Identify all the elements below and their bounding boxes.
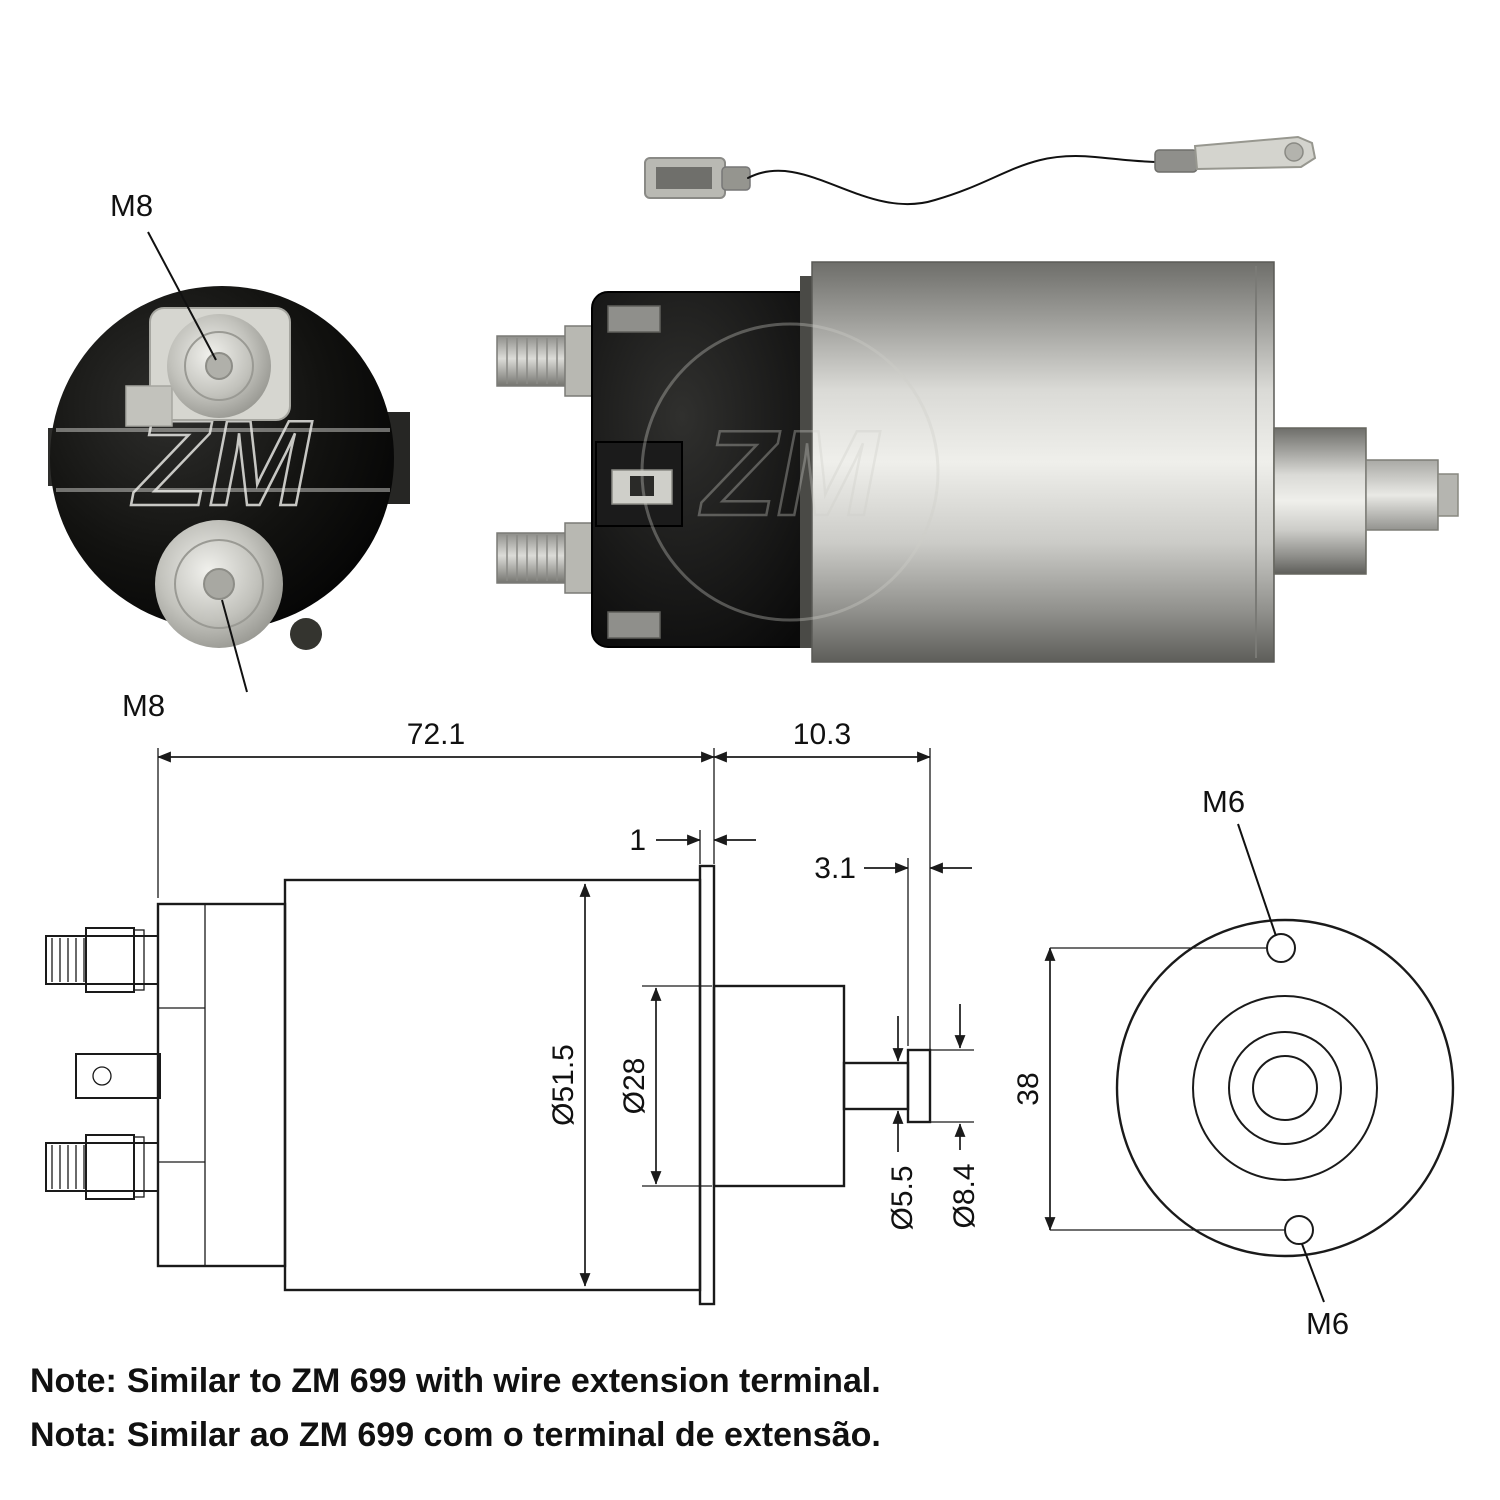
m6-top-label: M6 <box>1202 784 1245 819</box>
photo-top-stud-threads <box>506 338 558 384</box>
photo-plunger-shaft <box>1365 459 1439 531</box>
wire-right-terminal <box>1193 135 1317 171</box>
wire-extension-photo <box>644 135 1317 206</box>
photo-watermark-circle <box>640 322 940 622</box>
end-view-bolt <box>290 618 322 650</box>
drawing-bottom-stud-threads <box>51 1145 85 1189</box>
front-view-outer-circle <box>1115 918 1455 1258</box>
m6-top-leader-line <box>1237 823 1277 937</box>
drawing-top-stud <box>45 935 159 985</box>
note-line-en: Note: Similar to ZM 699 with wire extensi… <box>30 1362 881 1400</box>
wire-terminal-hole <box>1284 142 1304 162</box>
wire-right-crimp <box>1154 149 1198 173</box>
photo-hub <box>1273 427 1367 575</box>
m8-top-label: M8 <box>110 188 153 223</box>
m6-bottom-leader-line <box>1301 1243 1325 1303</box>
notes-block: Note: Similar to ZM 699 with wire extensi… <box>30 1362 881 1454</box>
drawing-bottom-nut <box>85 1134 135 1200</box>
dim-hole-spacing-label: 38 <box>1012 1072 1045 1105</box>
m8-bottom-label: M8 <box>122 688 165 723</box>
bottom-terminal-ring <box>174 539 264 629</box>
note-pt-label: Nota: <box>30 1416 117 1454</box>
solenoid-side-view-photo: ZM <box>496 261 1459 663</box>
wire-left-connector-slot <box>656 167 712 189</box>
wire <box>747 155 1161 206</box>
dim-shaft-diameter-label: Ø5.5 <box>886 1165 919 1230</box>
photo-metal-body <box>811 261 1275 663</box>
front-view-mid-circle <box>1192 995 1378 1181</box>
note-line-pt: Nota: Similar ao ZM 699 com o terminal de… <box>30 1416 881 1454</box>
bottom-terminal-center <box>203 568 235 600</box>
dimension-drawing-front-view: M6 M6 38 <box>1012 784 1455 1341</box>
front-view-bore-circle <box>1252 1055 1318 1121</box>
dim-body-diameter-label: Ø51.5 <box>547 1044 580 1126</box>
drawing-spade-terminal <box>75 1053 161 1099</box>
end-view-housing <box>50 286 394 630</box>
photo-housing-top-bolt <box>607 305 661 333</box>
front-view-hole-top <box>1266 933 1296 963</box>
m6-bottom-label: M6 <box>1306 1306 1349 1341</box>
note-en-text: Similar to ZM 699 with wire extension te… <box>127 1362 881 1400</box>
drawing-flange <box>698 864 716 1306</box>
drawing-top-stud-threads <box>51 938 85 982</box>
m8-bottom-leader-line <box>221 599 248 693</box>
drawing-top-washer <box>133 929 145 991</box>
m8-top-leader-line <box>147 231 217 361</box>
photo-connector-slot <box>630 476 654 496</box>
drawing-plunger-tip <box>906 1048 932 1124</box>
drawing-top-nut <box>85 927 135 993</box>
dim-core-diameter-label: Ø28 <box>618 1058 651 1115</box>
note-en-label: Note: <box>30 1362 117 1400</box>
dim-tip-length-label: 3.1 <box>814 852 856 885</box>
dim-overall-length-label: 72.1 <box>407 718 465 751</box>
note-pt-text: Similar ao ZM 699 com o terminal de exte… <box>127 1416 881 1454</box>
photo-housing-bottom-bolt <box>607 611 661 639</box>
photo-plunger-tip <box>1437 473 1459 517</box>
dim-tip-diameter-label: Ø8.4 <box>948 1163 981 1228</box>
drawing-terminal-bracket <box>156 902 287 1268</box>
photo-bottom-stud-threads <box>506 535 558 581</box>
drawing-spade-hole <box>92 1066 112 1086</box>
top-terminal-step <box>125 385 173 427</box>
dim-flange-thickness-label: 1 <box>629 824 646 857</box>
top-terminal-center <box>205 352 233 380</box>
dim-plunger-length-label: 10.3 <box>793 718 851 751</box>
drawing-bottom-washer <box>133 1136 145 1198</box>
side-view-watermark: ZM <box>699 405 881 541</box>
wire-left-crimp <box>721 166 751 191</box>
dimension-drawing-side-view: 72.1 10.3 1 3.1 Ø51.5 Ø28 Ø5.5 Ø8.4 <box>45 718 981 1306</box>
drawing-bracket-details <box>158 904 206 1266</box>
front-view-hole-bottom <box>1284 1215 1314 1245</box>
drawing-core-cylinder <box>712 984 846 1188</box>
drawing-plunger-shaft <box>842 1061 910 1111</box>
solenoid-end-view-photo: ZM M8 M8 <box>48 188 410 723</box>
drawing-bottom-stud <box>45 1142 159 1192</box>
front-view-boss-circle <box>1228 1031 1342 1145</box>
top-terminal-ring <box>184 331 254 401</box>
